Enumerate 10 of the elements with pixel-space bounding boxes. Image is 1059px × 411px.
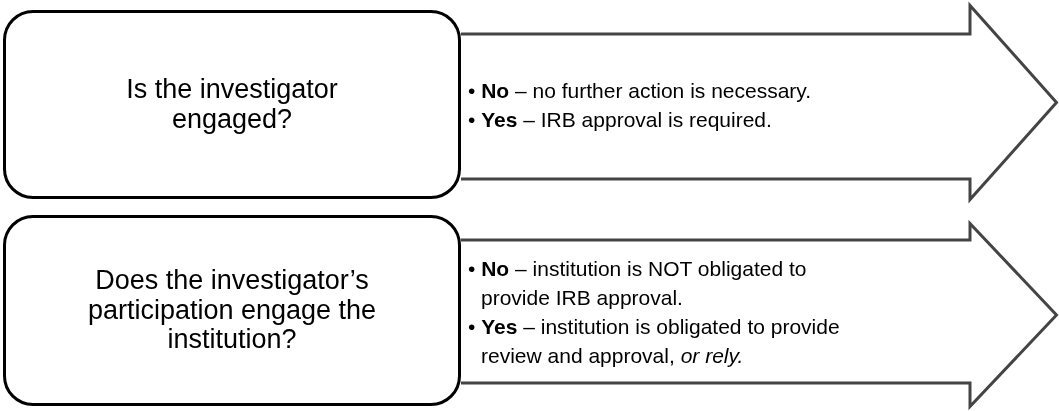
arrow-shaped-panel [461,4,1058,201]
bullet-text: • Yes – IRB approval is required. [468,107,773,133]
bullet-text: • No – institution is NOT obligated to provide IRB approval. [468,256,808,311]
question-box [3,10,461,199]
question-box [3,215,461,406]
bullet-text: • Yes – institution is obligated to provide review and approval, or rely. [468,314,841,369]
question-text: Does the investigator’s participation engage the institution? [87,265,377,356]
question-text: Is the investigator engaged? [125,74,339,135]
arrow-shaped-panel [461,222,1058,408]
bullet-text: • No – no further action is necessary. [468,78,813,104]
